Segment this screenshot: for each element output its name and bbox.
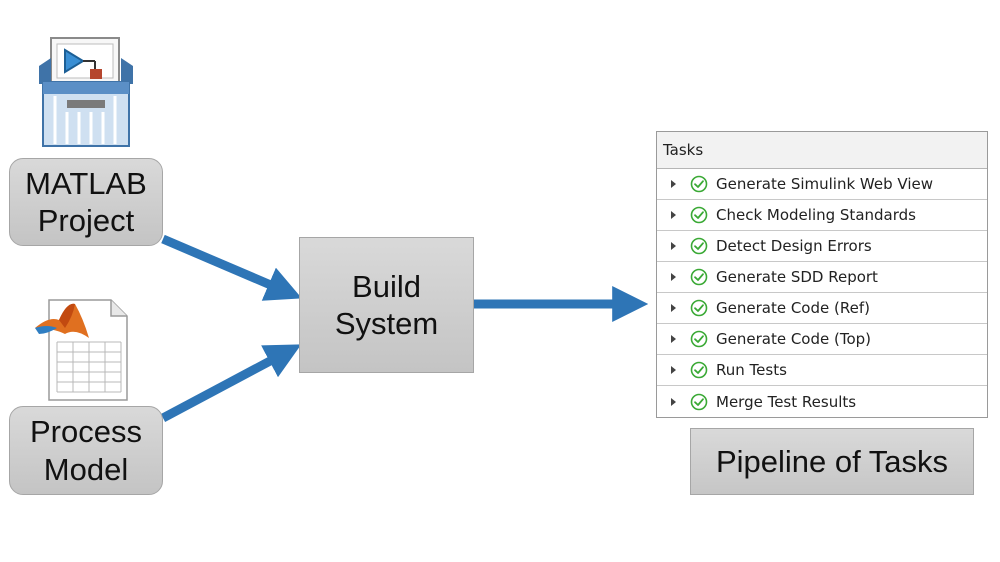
task-row[interactable]: Generate Code (Top) <box>657 324 987 355</box>
caret-right-icon[interactable] <box>671 211 676 219</box>
task-label: Detect Design Errors <box>716 237 872 255</box>
task-label: Generate Code (Top) <box>716 330 872 348</box>
check-circle-icon <box>690 361 708 379</box>
arrow-process-to-build <box>160 344 302 422</box>
task-row[interactable]: Run Tests <box>657 355 987 386</box>
caret-right-icon[interactable] <box>671 304 676 312</box>
caret-right-icon[interactable] <box>671 180 676 188</box>
caret-right-icon[interactable] <box>671 242 676 250</box>
check-circle-icon <box>690 393 708 411</box>
task-label: Check Modeling Standards <box>716 206 916 224</box>
check-circle-icon <box>690 175 708 193</box>
caret-right-icon[interactable] <box>671 366 676 374</box>
check-circle-icon <box>690 237 708 255</box>
arrow-project-to-build <box>161 234 302 301</box>
task-row[interactable]: Generate SDD Report <box>657 262 987 293</box>
task-row[interactable]: Generate Code (Ref) <box>657 293 987 324</box>
caret-right-icon[interactable] <box>671 397 676 406</box>
task-row[interactable]: Generate Simulink Web View <box>657 169 987 200</box>
build-label-line1: Build <box>352 268 421 304</box>
build-system-box: Build System <box>299 237 474 373</box>
task-row[interactable]: Detect Design Errors <box>657 231 987 262</box>
task-label: Run Tests <box>716 361 787 379</box>
task-row[interactable]: Merge Test Results <box>657 386 987 417</box>
process-label-line1: Process <box>30 414 142 450</box>
process-model-label: Process Model <box>9 406 163 495</box>
pipeline-of-tasks-label: Pipeline of Tasks <box>690 428 974 495</box>
project-label-line2: Project <box>37 203 135 238</box>
check-circle-icon <box>690 206 708 224</box>
check-circle-icon <box>690 268 708 286</box>
build-label-line2: System <box>334 306 439 341</box>
task-row[interactable]: Check Modeling Standards <box>657 200 987 231</box>
matlab-process-model-icon <box>35 299 128 401</box>
task-label: Generate SDD Report <box>716 268 878 286</box>
process-label-line2: Model <box>43 451 129 487</box>
project-label-line1: MATLAB <box>25 165 147 201</box>
task-label: Generate Code (Ref) <box>716 299 870 317</box>
caret-right-icon[interactable] <box>671 335 676 343</box>
check-circle-icon <box>690 299 708 317</box>
matlab-project-icon <box>39 37 133 147</box>
caret-right-icon[interactable] <box>671 273 676 281</box>
matlab-project-label: MATLAB Project <box>9 158 163 246</box>
task-label: Merge Test Results <box>716 392 857 411</box>
tasks-header: Tasks <box>657 132 987 169</box>
task-label: Generate Simulink Web View <box>716 175 933 193</box>
check-circle-icon <box>690 330 708 348</box>
